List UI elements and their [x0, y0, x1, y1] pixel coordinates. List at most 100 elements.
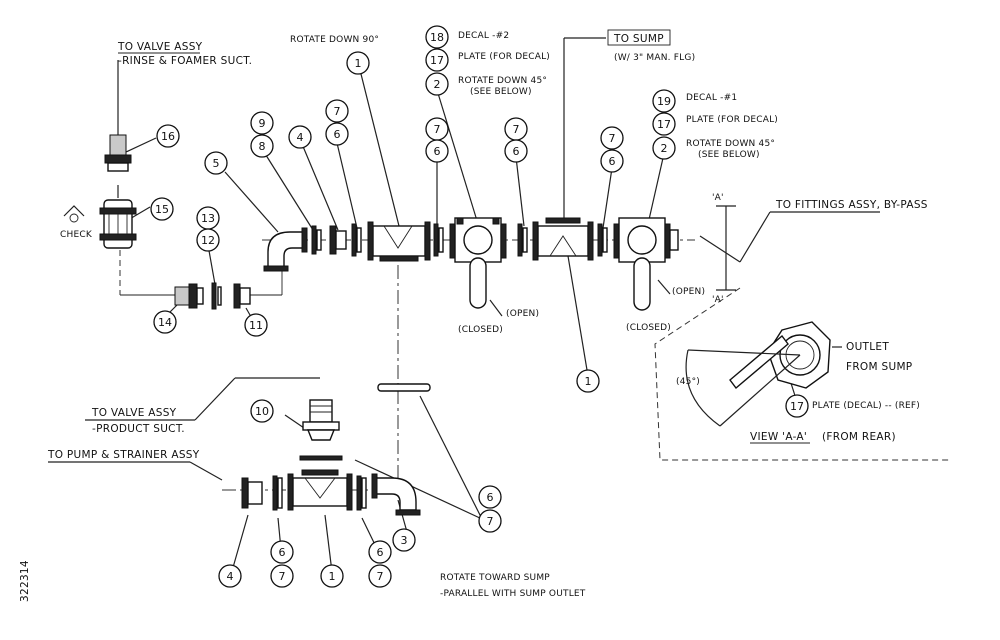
label-view-aa: VIEW 'A-A': [750, 431, 807, 443]
label-product-suct: -PRODUCT SUCT.: [92, 423, 185, 435]
balloon-b6g: 6: [368, 540, 392, 564]
balloon-b6b: 6: [425, 139, 449, 163]
balloon-b9: 9: [250, 111, 274, 135]
balloon-number: 12: [201, 234, 215, 247]
balloon-b12: 12: [196, 228, 220, 252]
label-open-b: (OPEN): [672, 287, 705, 297]
balloon-b6f: 6: [270, 540, 294, 564]
butterfly-valve-a: [449, 217, 507, 309]
balloon-number: 6: [487, 491, 494, 504]
butterfly-valve-b: [613, 217, 679, 311]
balloon-b14: 14: [153, 310, 177, 334]
fitting-11: [233, 283, 251, 309]
bottom-run: [241, 469, 421, 516]
balloon-number: 3: [401, 534, 408, 547]
balloon-number: 1: [355, 57, 362, 70]
balloon-b6d: 6: [600, 149, 624, 173]
balloon-b7c: 7: [504, 117, 528, 141]
label-plate-for-decal-b: PLATE (FOR DECAL): [686, 115, 778, 125]
label-closed-b: (CLOSED): [626, 323, 671, 333]
tee-1-top: [367, 221, 431, 262]
balloon-number: 9: [259, 117, 266, 130]
tee-1-sump: [532, 217, 594, 261]
label-to-pump-strainer: TO PUMP & STRAINER ASSY: [47, 449, 200, 461]
label-plate-for-decal-a: PLATE (FOR DECAL): [458, 52, 550, 62]
balloon-number: 7: [513, 123, 520, 136]
label-see-below-b: (SEE BELOW): [698, 150, 760, 160]
balloon-number: 18: [430, 31, 444, 44]
balloon-number: 2: [434, 78, 441, 91]
balloon-number: 7: [434, 123, 441, 136]
label-to-fittings-assy: TO FITTINGS ASSY, BY-PASS: [775, 199, 928, 211]
balloon-b4a: 4: [288, 125, 312, 149]
balloon-number: 7: [377, 570, 384, 583]
balloon-number: 7: [279, 570, 286, 583]
check-arrow-icon: [63, 205, 85, 223]
balloon-b13: 13: [196, 206, 220, 230]
balloon-b11: 11: [244, 313, 268, 337]
text-labels: TO VALVE ASSY -RINSE & FOAMER SUCT. CHEC…: [19, 29, 928, 602]
balloon-b7f: 7: [270, 564, 294, 588]
label-rotate-down-45-b: ROTATE DOWN 45°: [686, 139, 775, 149]
balloon-number: 6: [377, 546, 384, 559]
balloon-number: 14: [158, 316, 172, 329]
item-balloons: 1615141312115984761761817276176191721710…: [150, 25, 809, 588]
balloon-b7b: 7: [425, 117, 449, 141]
label-rotate-down-90: ROTATE DOWN 90°: [290, 35, 379, 45]
balloon-b6e: 6: [478, 485, 502, 509]
label-from-rear: (FROM REAR): [822, 431, 896, 443]
balloon-b2a: 2: [425, 72, 449, 96]
balloon-number: 17: [657, 118, 671, 131]
fitting-14: [174, 283, 204, 309]
label-section-a-bottom: 'A': [712, 295, 724, 305]
balloon-b7a: 7: [325, 99, 349, 123]
balloon-b17a: 17: [425, 48, 449, 72]
hose-adapter-10: [302, 399, 340, 441]
label-outlet: OUTLET: [846, 341, 889, 353]
balloon-b17c: 17: [785, 394, 809, 418]
label-to-valve-assy-rinse: TO VALVE ASSY: [117, 41, 203, 53]
balloon-number: 6: [279, 546, 286, 559]
balloon-b6a: 6: [325, 122, 349, 146]
balloon-number: 7: [487, 515, 494, 528]
balloon-b16: 16: [156, 124, 180, 148]
balloon-number: 6: [434, 145, 441, 158]
balloon-b1b: 1: [576, 369, 600, 393]
ferrule-4: [329, 225, 347, 255]
balloon-number: 16: [161, 130, 175, 143]
balloon-number: 4: [227, 570, 234, 583]
label-closed-a: (CLOSED): [458, 325, 503, 335]
balloon-number: 6: [513, 145, 520, 158]
balloon-number: 4: [297, 131, 304, 144]
label-angle-45: (45°): [676, 377, 700, 387]
label-rinse-foamer: -RINSE & FOAMER SUCT.: [118, 55, 252, 67]
balloon-b7d: 7: [600, 126, 624, 150]
balloon-number: 7: [609, 132, 616, 145]
balloon-b17b: 17: [652, 112, 676, 136]
balloon-number: 6: [609, 155, 616, 168]
label-check: CHECK: [60, 230, 93, 240]
balloon-b2b: 2: [652, 136, 676, 160]
balloon-number: 19: [657, 95, 671, 108]
label-decal-1: DECAL -#1: [686, 93, 737, 103]
balloon-number: 7: [334, 105, 341, 118]
balloon-b6c: 6: [504, 139, 528, 163]
balloon-number: 2: [661, 142, 668, 155]
balloon-b1c: 1: [320, 564, 344, 588]
label-open-a: (OPEN): [506, 309, 539, 319]
drawing-number: 322314: [19, 560, 31, 602]
balloon-b8: 8: [250, 134, 274, 158]
balloon-b1a: 1: [346, 51, 370, 75]
balloon-number: 11: [249, 319, 263, 332]
label-rotate-down-45-a: ROTATE DOWN 45°: [458, 76, 547, 86]
balloon-number: 17: [790, 400, 804, 413]
centerlines: [119, 239, 695, 491]
balloon-number: 1: [585, 375, 592, 388]
label-to-sump: TO SUMP: [613, 33, 664, 45]
check-valve-15: [99, 199, 137, 249]
balloon-b19: 19: [652, 89, 676, 113]
label-man-flg: (W/ 3" MAN. FLG): [614, 53, 695, 63]
label-section-a-top: 'A': [712, 193, 724, 203]
label-see-below-a: (SEE BELOW): [470, 87, 532, 97]
